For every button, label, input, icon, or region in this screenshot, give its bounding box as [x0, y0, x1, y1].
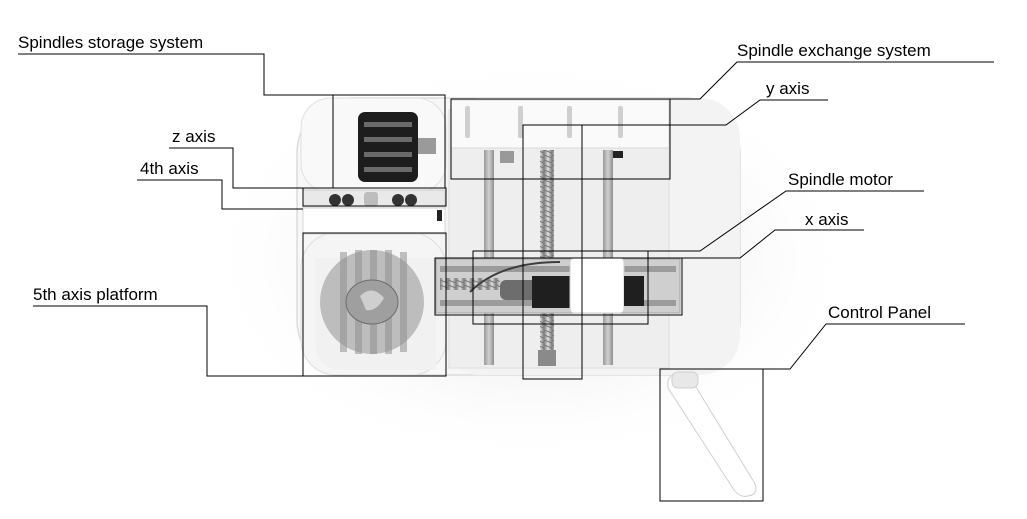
callout-box-spindle-exchange [450, 98, 671, 180]
control-panel-device [667, 371, 757, 497]
leader-fourth-axis [137, 179, 303, 210]
fifth-axis-rotary-table [315, 250, 436, 370]
label-x-axis: x axis [805, 210, 849, 229]
spindle-exchange-rack [450, 99, 670, 163]
label-spindle-motor: Spindle motor [788, 170, 893, 189]
callout-box-spindle-motor [472, 250, 649, 325]
label-fourth-axis: 4th axis [140, 159, 199, 178]
label-spindle-exchange-system: Spindle exchange system [737, 41, 931, 60]
label-y-axis: y axis [766, 79, 810, 98]
leader-spindle-exchange [670, 61, 994, 100]
leader-x-axis [682, 229, 864, 259]
callout-box-z-axis [302, 187, 447, 207]
leader-y-axis [582, 99, 828, 126]
spindle-storage-drum [358, 112, 436, 182]
leader-spindle-motor [648, 190, 924, 252]
callout-box-fifth-axis [302, 232, 447, 377]
label-z-axis: z axis [172, 127, 216, 146]
leader-spindles-storage [18, 53, 333, 96]
label-spindles-storage-system: Spindles storage system [18, 33, 204, 52]
label-control-panel: Control Panel [828, 303, 932, 322]
leader-fifth-axis [33, 305, 303, 377]
leader-control-panel [763, 323, 965, 370]
callout-box-control-panel [659, 368, 764, 502]
spindle-motor-unit [469, 257, 644, 314]
label-fifth-axis-platform: 5th axis platform [33, 285, 158, 304]
callout-box-x-axis [434, 257, 683, 316]
callout-box-y-axis [522, 124, 583, 380]
z-axis-assembly [302, 189, 446, 211]
leader-z-axis [169, 147, 303, 189]
fourth-axis-assembly [302, 207, 446, 235]
